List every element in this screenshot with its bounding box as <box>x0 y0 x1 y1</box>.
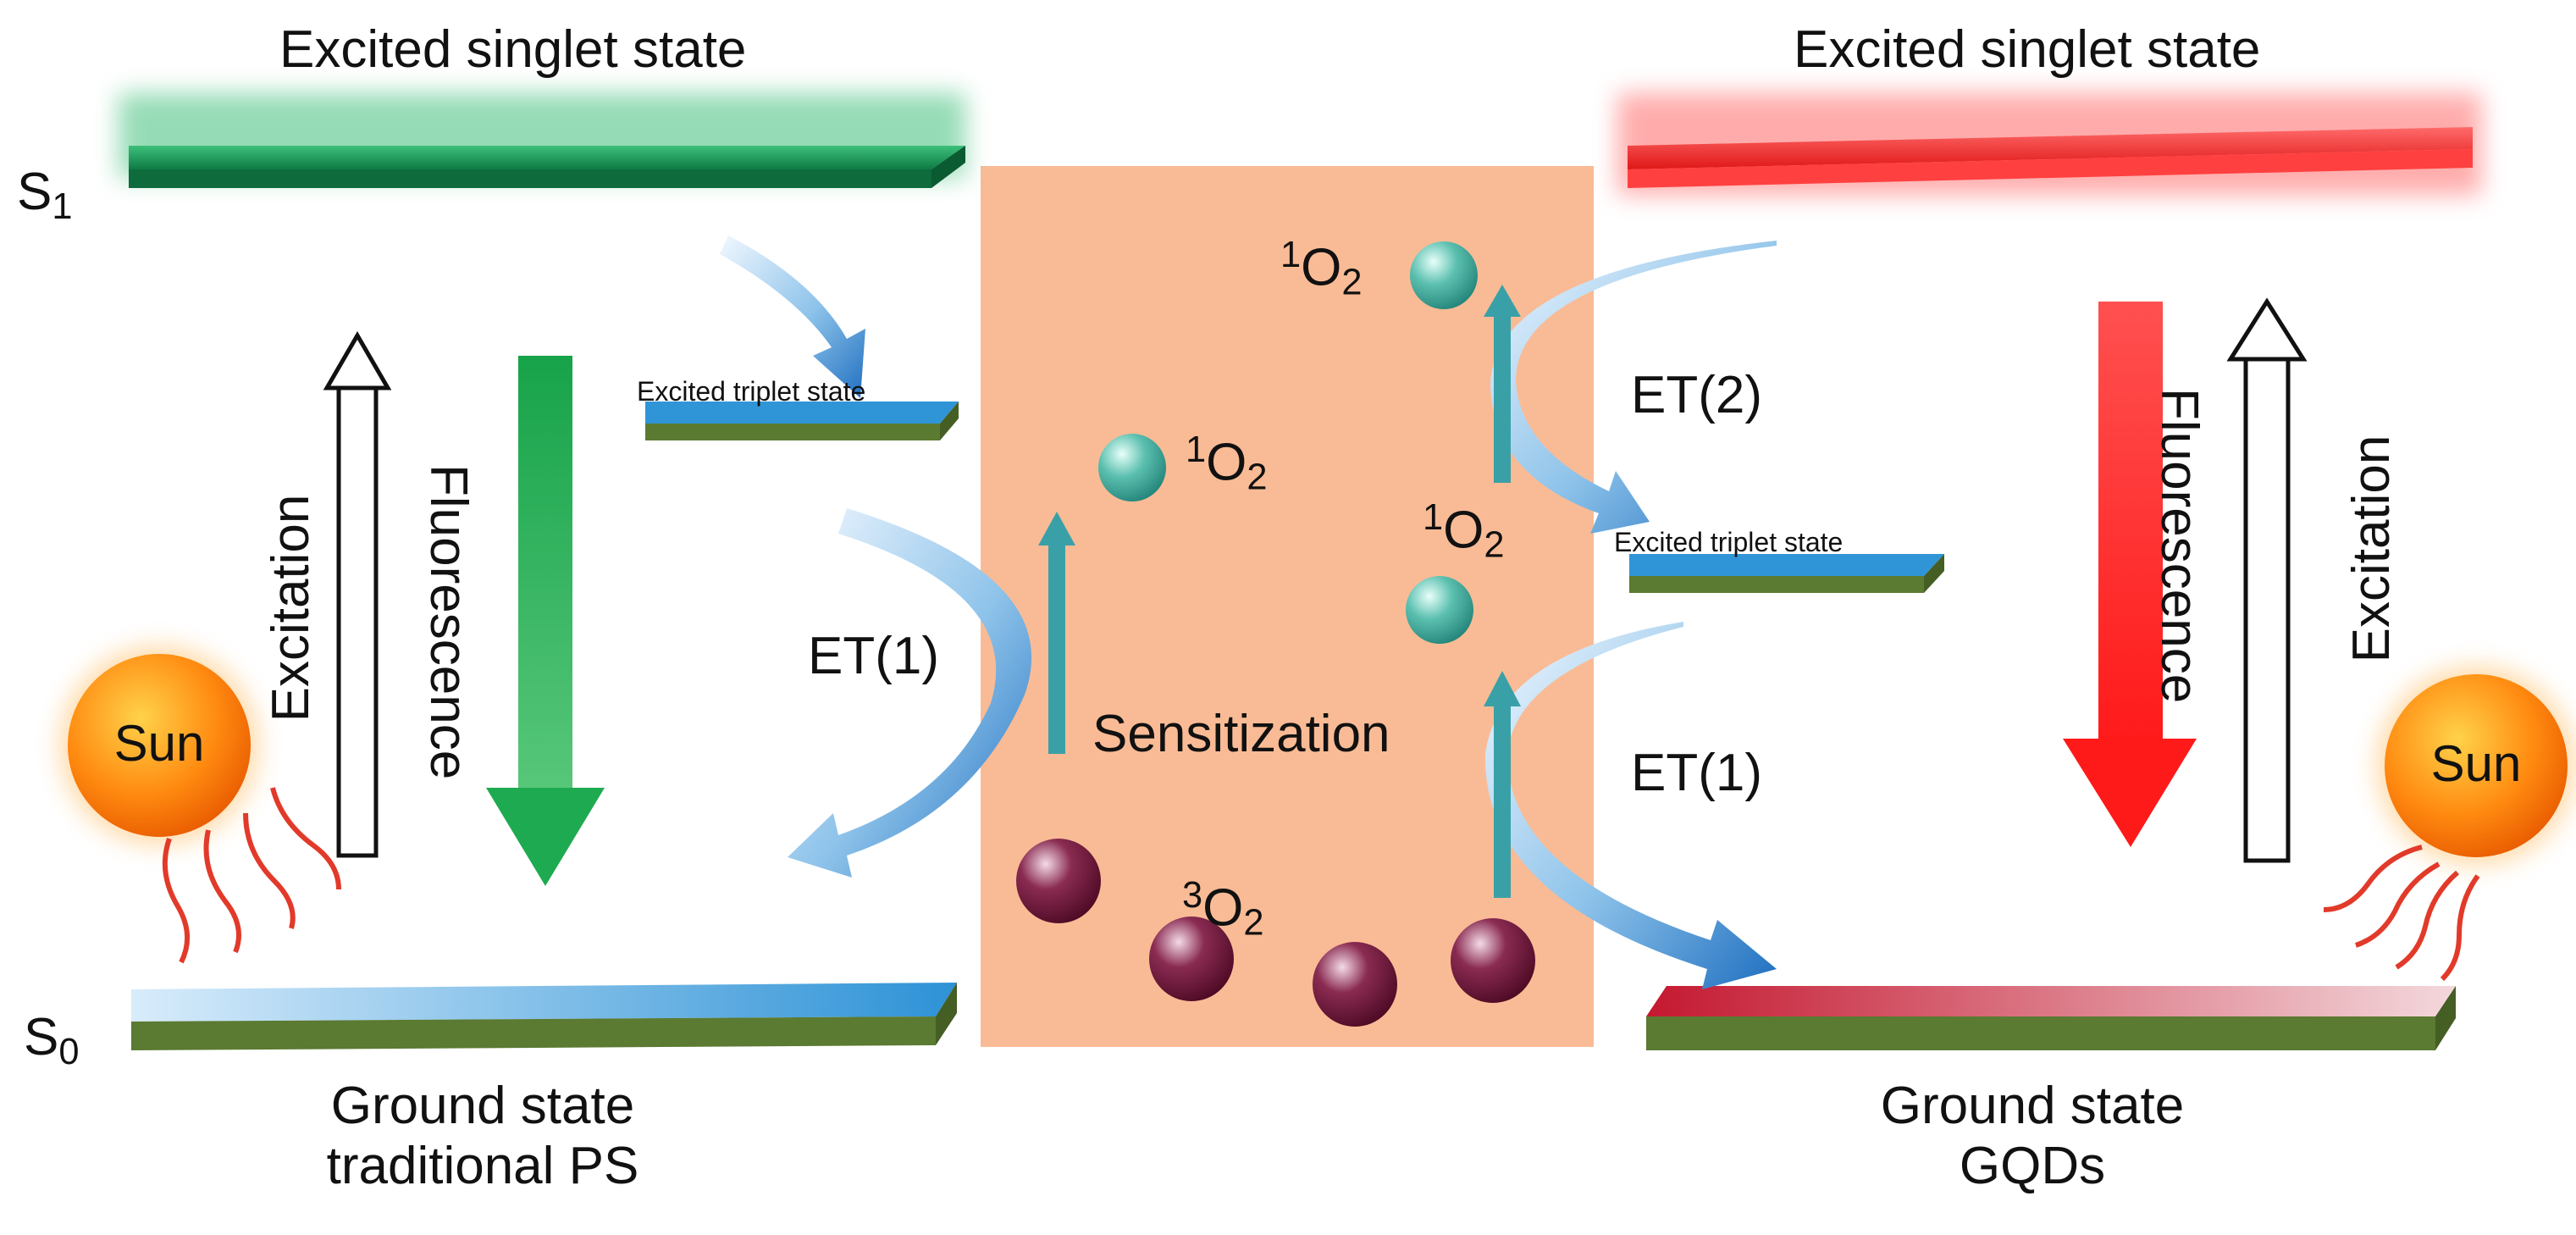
left-s1-letter: S <box>17 163 53 221</box>
left-s1-label: S1 <box>17 166 73 225</box>
left-fluorescence-label: Fluorescence <box>419 464 478 780</box>
singlet-oxygen-sub-1: 2 <box>1247 457 1268 498</box>
right-s1-bar <box>1617 93 2481 195</box>
left-excitation-arrow <box>323 331 392 858</box>
left-s1-bar <box>119 93 965 188</box>
teal-arrow-1 <box>1038 512 1075 754</box>
singlet-oxygen-label-2: 1O2 <box>1280 235 1363 303</box>
singlet-oxygen-label-1: 1O2 <box>1186 429 1268 498</box>
left-s0-letter: S <box>24 1008 59 1066</box>
left-et1-label: ET(1) <box>808 627 939 685</box>
singlet-oxygen-sphere-3 <box>1406 576 1473 644</box>
isc-arrow-left <box>720 235 865 398</box>
teal-arrow-2 <box>1484 285 1521 483</box>
right-sun-label: Sun <box>2430 735 2522 792</box>
singlet-oxygen-sup-2: 1 <box>1280 235 1302 275</box>
sun-right <box>2323 666 2576 982</box>
teal-arrow-3 <box>1484 671 1521 898</box>
sensitization-label: Sensitization <box>1092 705 1390 763</box>
singlet-oxygen-sub-2: 2 <box>1341 262 1363 303</box>
right-triplet-bar <box>1629 554 1944 593</box>
triplet-oxygen-sphere-2 <box>1149 917 1234 1001</box>
left-excitation-label: Excitation <box>262 494 320 723</box>
left-excited-singlet-label: Excited singlet state <box>279 20 747 79</box>
right-ground-bar <box>1646 986 2456 1050</box>
right-excitation-label: Excitation <box>2342 435 2401 663</box>
left-ground-line-1: Ground state <box>330 1077 635 1135</box>
left-s1-subscript: 1 <box>52 186 73 227</box>
right-fluorescence-label: Fluorescence <box>2150 388 2208 704</box>
left-ground-state-label: Ground state traditional PS <box>271 1076 694 1197</box>
triplet-oxygen-sup: 3 <box>1182 875 1203 916</box>
right-ground-state-label: Ground state GQDs <box>1821 1076 2244 1197</box>
triplet-oxygen-label: 3O2 <box>1182 875 1264 944</box>
singlet-oxygen-o-3: O <box>1443 501 1484 560</box>
left-fluorescence-arrow <box>486 356 605 886</box>
right-ground-line-2: GQDs <box>1959 1137 2106 1196</box>
triplet-oxygen-sub: 2 <box>1243 902 1264 944</box>
triplet-oxygen-sphere-3 <box>1313 942 1397 1027</box>
left-triplet-bar <box>645 402 959 440</box>
right-fluorescence-arrow <box>2063 302 2197 847</box>
right-et2-label: ET(2) <box>1631 366 1762 424</box>
et1-arrow-right <box>1484 622 1777 989</box>
singlet-oxygen-o-2: O <box>1301 238 1342 297</box>
left-sun-label: Sun <box>113 715 205 772</box>
left-s0-subscript: 0 <box>58 1031 80 1072</box>
right-et1-label: ET(1) <box>1631 744 1762 802</box>
left-s0-label: S0 <box>24 1011 80 1071</box>
left-ground-bar <box>131 983 957 1050</box>
singlet-oxygen-sphere-1 <box>1098 434 1166 501</box>
left-excited-triplet-label: Excited triplet state <box>637 376 866 407</box>
et1-arrow-left <box>788 508 1032 878</box>
sun-left <box>59 645 341 964</box>
singlet-oxygen-o-1: O <box>1206 433 1247 492</box>
singlet-oxygen-sup-1: 1 <box>1186 429 1207 470</box>
right-excited-singlet-label: Excited singlet state <box>1794 20 2261 79</box>
left-ground-line-2: traditional PS <box>326 1137 639 1196</box>
singlet-oxygen-sphere-2 <box>1410 241 1478 309</box>
right-excited-triplet-label: Excited triplet state <box>1614 527 1844 557</box>
triplet-oxygen-o: O <box>1202 878 1244 938</box>
singlet-oxygen-label-3: 1O2 <box>1423 497 1505 566</box>
right-excitation-arrow <box>2226 297 2308 863</box>
singlet-oxygen-sup-3: 1 <box>1423 497 1444 538</box>
right-ground-line-1: Ground state <box>1880 1077 2185 1135</box>
triplet-oxygen-sphere-4 <box>1451 918 1535 1003</box>
singlet-oxygen-sub-3: 2 <box>1484 524 1505 566</box>
triplet-oxygen-sphere-1 <box>1016 839 1101 923</box>
